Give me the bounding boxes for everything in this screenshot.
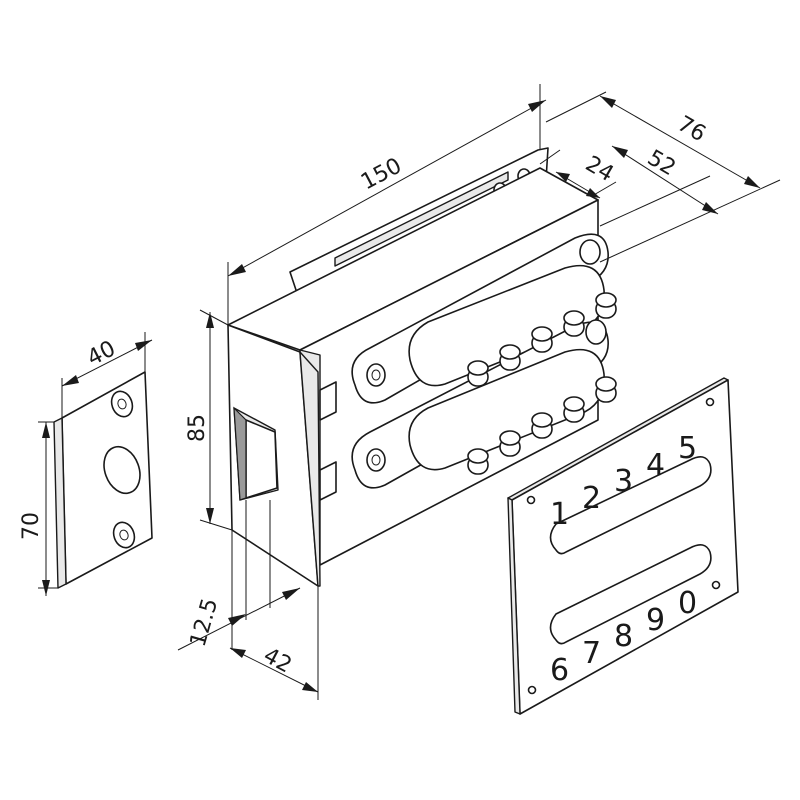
dim-label-strike-width: 40 [83, 336, 119, 371]
key-digit-6[interactable]: 6 [550, 653, 569, 688]
lower-cam-lever [351, 319, 609, 489]
keypad-slot-lower [549, 544, 712, 645]
strike-plate [53, 371, 153, 589]
key-digit-5[interactable]: 5 [678, 431, 697, 466]
key-digit-0[interactable]: 0 [678, 586, 697, 621]
key-digit-9[interactable]: 9 [646, 603, 665, 638]
dim-height: 85 [185, 309, 233, 531]
dim-label-depth-front: 24 [581, 152, 618, 188]
key-digit-8[interactable]: 8 [614, 619, 633, 654]
dim-label-height: 85 [185, 414, 210, 442]
strike-bolt-hole [103, 445, 141, 495]
strike-screw-hole-bottom [112, 521, 136, 549]
keypad-plate: 1 2 3 4 5 6 7 8 9 0 [507, 377, 739, 715]
lock-body [227, 147, 617, 587]
key-digit-3[interactable]: 3 [614, 464, 633, 499]
lower-pushbuttons [467, 376, 617, 475]
dim-label-length: 150 [357, 154, 406, 196]
dim-label-backset: 12.5 [186, 596, 224, 650]
keypad-slot-upper [549, 456, 712, 555]
dim-label-depth-body: 52 [643, 146, 680, 182]
dim-strike-height: 70 [19, 421, 58, 596]
dim-label-depth-total: 76 [673, 112, 710, 148]
key-digit-2[interactable]: 2 [582, 481, 601, 516]
strike-screw-hole-top [110, 390, 134, 418]
upper-cam-lever [351, 233, 609, 404]
upper-pushbuttons [467, 292, 617, 387]
dim-label-faceplate-offset: 42 [259, 643, 295, 678]
dim-label-strike-height: 70 [19, 512, 44, 540]
key-digit-1[interactable]: 1 [550, 497, 569, 532]
key-digit-4[interactable]: 4 [646, 448, 665, 483]
key-digit-7[interactable]: 7 [582, 636, 601, 671]
